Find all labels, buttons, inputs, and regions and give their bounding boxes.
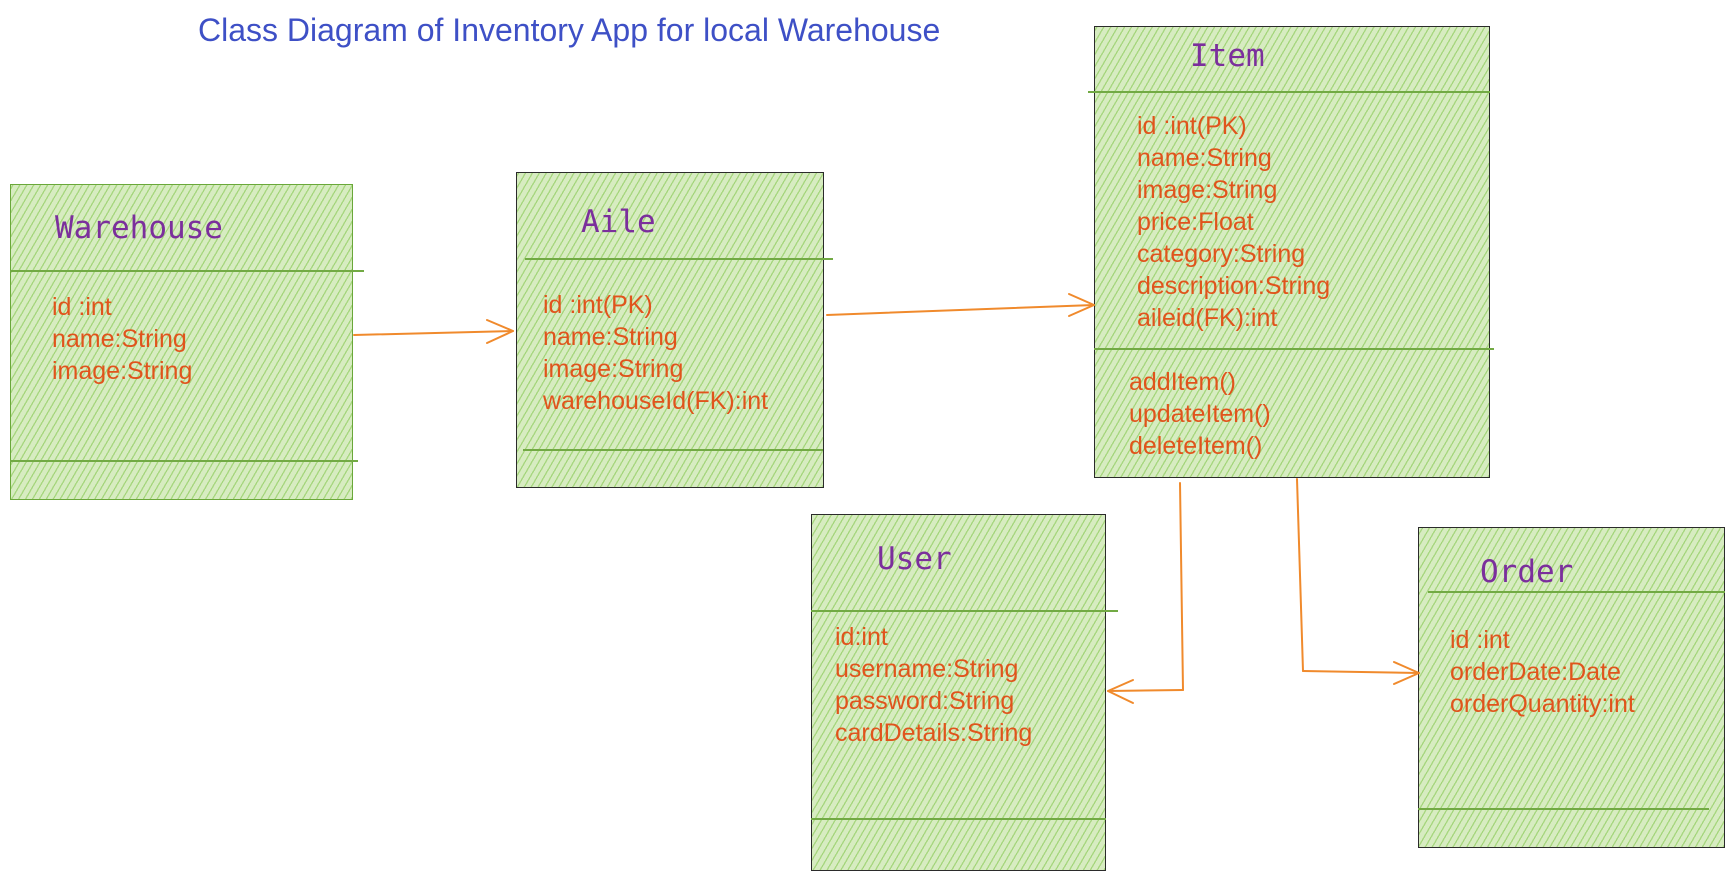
class-user-separator-2 — [811, 818, 1106, 820]
class-warehouse-separator-1 — [10, 270, 364, 272]
attribute: orderDate:Date — [1450, 658, 1621, 686]
arrow-item-to-user — [1107, 482, 1184, 704]
class-order-separator-2 — [1418, 808, 1709, 810]
class-name-item: Item — [1190, 38, 1265, 74]
class-warehouse[interactable] — [10, 184, 353, 500]
attribute: image:String — [543, 355, 684, 383]
attribute: image:String — [1137, 176, 1278, 204]
attribute: id :int — [52, 293, 112, 321]
attribute: cardDetails:String — [835, 719, 1033, 747]
method: deleteItem() — [1129, 432, 1263, 460]
class-aile-attributes: id :int(PK) name:String image:String war… — [543, 289, 768, 417]
attribute: name:String — [543, 323, 678, 351]
class-user[interactable] — [811, 514, 1106, 871]
arrow-warehouse-to-aile — [353, 319, 514, 344]
attribute: price:Float — [1137, 208, 1254, 236]
method: updateItem() — [1129, 400, 1271, 428]
attribute: aileid(FK):int — [1137, 304, 1278, 332]
class-aile[interactable] — [516, 172, 824, 488]
attribute: image:String — [52, 357, 193, 385]
arrow-aile-to-item — [826, 293, 1095, 317]
attribute: id:int — [835, 623, 888, 651]
attribute: category:String — [1137, 240, 1306, 268]
class-item-separator-2 — [1094, 348, 1494, 350]
class-name-warehouse: Warehouse — [55, 210, 223, 246]
class-aile-separator-2 — [523, 449, 823, 451]
class-item[interactable] — [1094, 26, 1490, 478]
class-warehouse-separator-2 — [10, 460, 358, 462]
attribute: username:String — [835, 655, 1019, 683]
attribute: name:String — [1137, 144, 1272, 172]
attribute: id :int — [1450, 626, 1510, 654]
class-aile-separator-1 — [525, 258, 833, 260]
class-warehouse-attributes: id :int name:String image:String — [52, 291, 192, 387]
class-item-separator-1 — [1088, 91, 1490, 93]
attribute: id :int(PK) — [1137, 112, 1247, 140]
attribute: id :int(PK) — [543, 291, 653, 319]
class-item-attributes: id :int(PK) name:String image:String pri… — [1137, 110, 1330, 334]
method: addItem() — [1129, 368, 1236, 396]
class-name-order: Order — [1480, 554, 1574, 590]
class-user-separator-1 — [811, 610, 1118, 612]
class-name-aile: Aile — [581, 204, 656, 240]
class-order[interactable] — [1418, 527, 1725, 848]
diagram-title: Class Diagram of Inventory App for local… — [198, 12, 941, 48]
attribute: warehouseId(FK):int — [543, 387, 769, 415]
class-order-separator-1 — [1428, 591, 1725, 593]
class-name-user: User — [877, 541, 952, 577]
attribute: password:String — [835, 687, 1015, 715]
class-order-attributes: id :int orderDate:Date orderQuantity:int — [1450, 624, 1635, 720]
attribute: orderQuantity:int — [1450, 690, 1635, 718]
class-item-methods: addItem() updateItem() deleteItem() — [1129, 366, 1271, 462]
class-user-attributes: id:int username:String password:String c… — [835, 621, 1032, 749]
arrow-item-to-order — [1296, 478, 1420, 685]
attribute: description:String — [1137, 272, 1331, 300]
attribute: name:String — [52, 325, 187, 353]
